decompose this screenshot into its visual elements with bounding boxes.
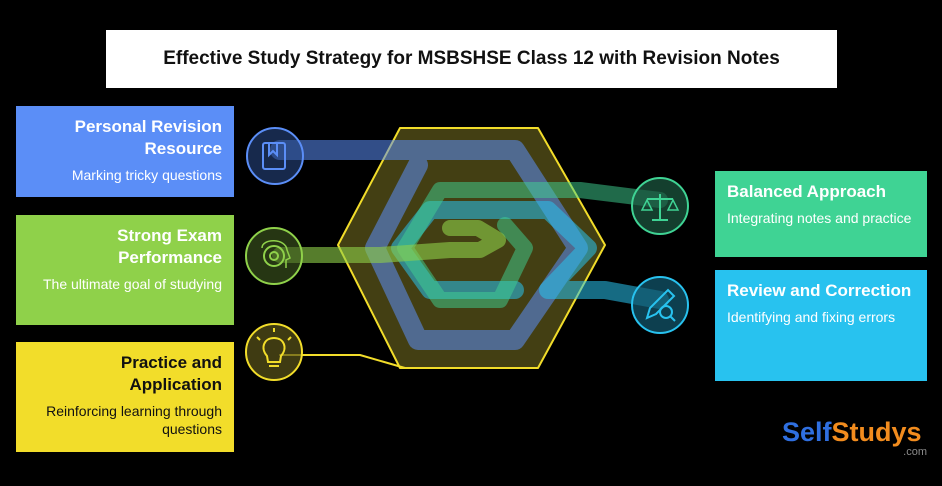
card-balanced-approach: Balanced Approach Integrating notes and … xyxy=(715,171,927,257)
target-head-icon xyxy=(245,227,303,285)
selfstudys-logo: SelfStudys .com xyxy=(782,416,927,462)
card-personal-revision-resource: Personal Revision Resource Marking trick… xyxy=(16,106,234,197)
card-title: Balanced Approach xyxy=(727,182,887,201)
card-review-and-correction: Review and Correction Identifying and fi… xyxy=(715,270,927,381)
title-box: Effective Study Strategy for MSBSHSE Cla… xyxy=(106,30,837,88)
book-icon xyxy=(246,127,304,185)
card-description: Identifying and fixing errors xyxy=(727,309,896,325)
card-title: Review and Correction xyxy=(727,281,912,300)
card-title: Strong Exam Performance xyxy=(117,226,222,267)
lightbulb-icon xyxy=(245,323,303,381)
logo-domain: .com xyxy=(903,446,927,458)
card-description: The ultimate goal of studying xyxy=(43,276,222,292)
diagram-title: Effective Study Strategy for MSBSHSE Cla… xyxy=(163,48,780,69)
card-title: Practice and Application xyxy=(120,353,222,394)
card-description: Marking tricky questions xyxy=(71,167,222,183)
balance-scale-icon xyxy=(631,177,689,235)
logo-part-studys: Studys xyxy=(831,417,922,447)
card-practice-and-application: Practice and Application Reinforcing lea… xyxy=(16,342,234,452)
pen-magnifier-icon xyxy=(631,276,689,334)
lime-band xyxy=(272,220,506,263)
card-description: Reinforcing learning through questions xyxy=(46,403,222,437)
card-strong-exam-performance: Strong Exam Performance The ultimate goa… xyxy=(16,215,234,325)
green-band xyxy=(397,182,668,308)
card-title: Personal Revision Resource xyxy=(74,117,222,158)
card-description: Integrating notes and practice xyxy=(727,210,912,226)
yellow-connector-line xyxy=(279,354,406,369)
logo-part-self: Self xyxy=(782,417,832,447)
